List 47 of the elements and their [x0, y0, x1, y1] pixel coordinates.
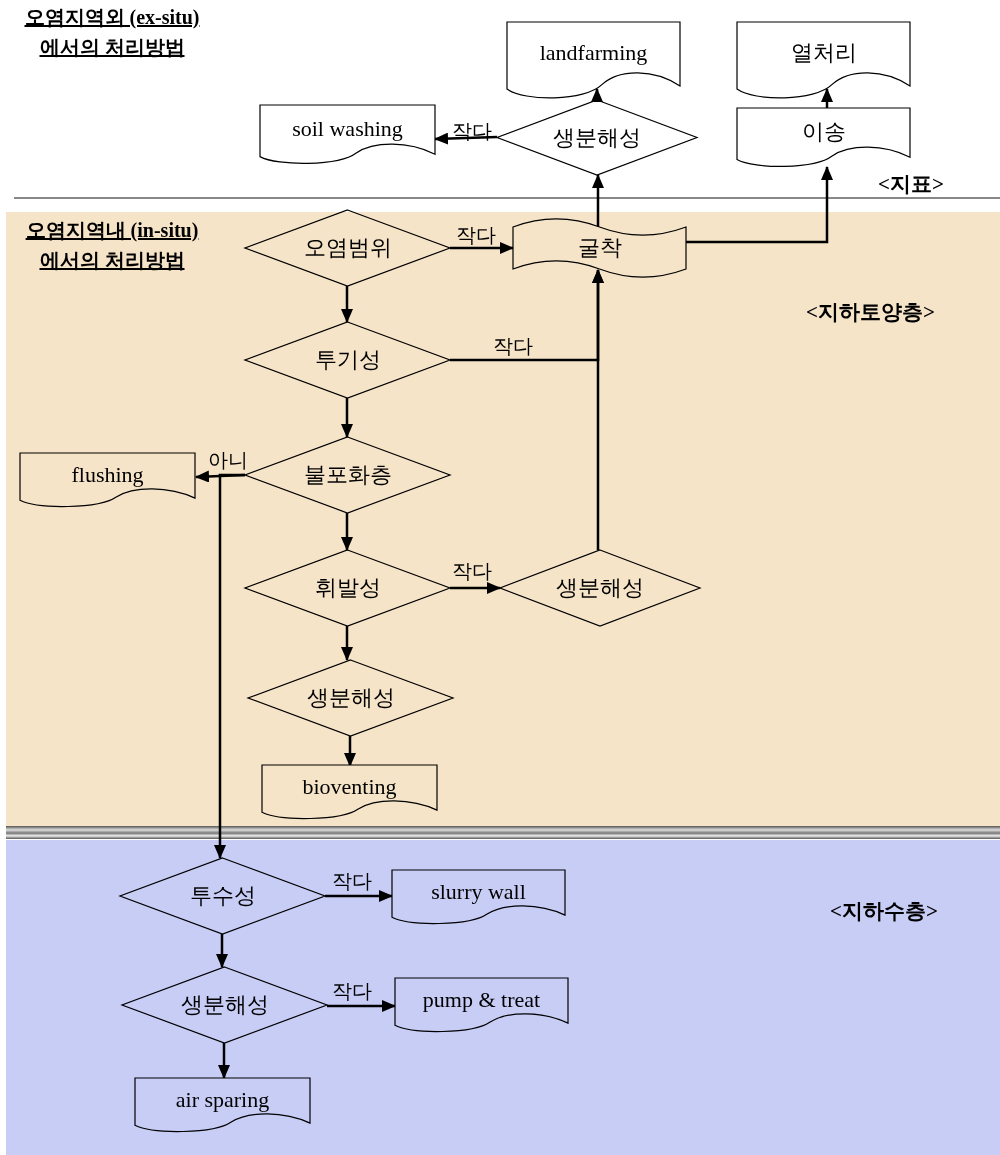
edge-label: 작다 — [452, 559, 492, 584]
document-box: slurry wall — [392, 870, 565, 925]
document-box: soil washing — [260, 105, 435, 165]
arrow — [592, 174, 604, 227]
arrow — [341, 626, 353, 661]
decision-diamond: 생분해성 — [500, 550, 700, 626]
edge-label: 작다 — [452, 119, 492, 144]
document-box: bioventing — [262, 765, 437, 820]
arrow — [591, 88, 603, 102]
arrow — [216, 934, 228, 968]
arrow — [341, 286, 353, 323]
document-box: 열처리 — [737, 22, 910, 100]
arrow — [344, 736, 356, 767]
arrow — [341, 513, 353, 551]
edge-label: 작다 — [493, 334, 533, 359]
edge-label: 아니 — [208, 448, 248, 473]
decision-diamond: 생분해성 — [248, 660, 453, 736]
arrow — [592, 269, 604, 550]
decision-diamond: 불포화층 — [245, 437, 450, 513]
edge-label: 작다 — [332, 979, 372, 1004]
tape-box: 굴착 — [513, 218, 686, 278]
arrow — [450, 582, 501, 594]
edge-label: 작다 — [332, 869, 372, 894]
decision-diamond: 투수성 — [120, 858, 325, 934]
decision-diamond: 생분해성 — [497, 100, 697, 175]
arrow — [214, 473, 245, 859]
arrow — [450, 242, 514, 254]
arrow — [218, 1043, 230, 1079]
document-box: air sparing — [135, 1078, 310, 1133]
edge-label: 작다 — [456, 223, 496, 248]
document-box: landfarming — [507, 22, 680, 100]
document-box: 이송 — [737, 108, 910, 168]
decision-diamond: 오염범위 — [245, 210, 450, 286]
arrow — [341, 398, 353, 438]
arrow — [325, 890, 393, 902]
section-heading: 오염지역내 (in-situ)에서의 처리방법 — [24, 218, 200, 273]
layer-label: <지하수층> — [830, 898, 938, 925]
document-box: pump & treat — [395, 978, 568, 1033]
decision-diamond: 휘발성 — [245, 550, 450, 626]
section-heading: 오염지역외 (ex-situ)에서의 처리방법 — [23, 5, 201, 60]
document-box: flushing — [20, 453, 195, 508]
arrow — [327, 1000, 396, 1012]
layer-label: <지표> — [878, 171, 944, 198]
decision-diamond: 생분해성 — [122, 967, 327, 1043]
layer-label: <지하토양층> — [806, 299, 935, 326]
arrow — [686, 166, 833, 244]
decision-diamond: 투기성 — [245, 322, 450, 398]
